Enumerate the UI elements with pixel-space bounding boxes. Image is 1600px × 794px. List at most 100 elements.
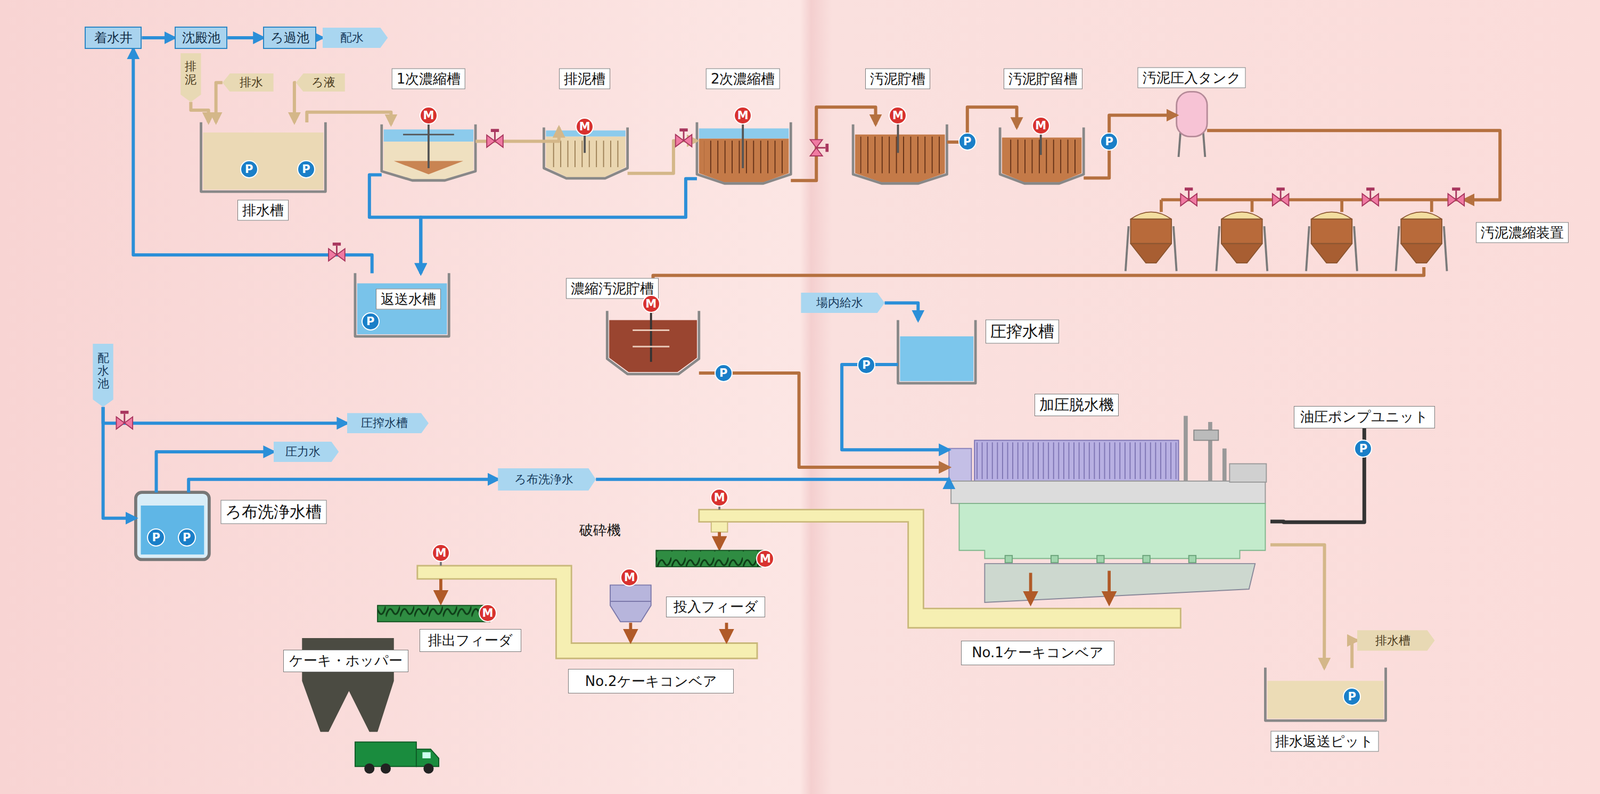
- flow-line: [306, 112, 391, 125]
- tanks: [135, 91, 1465, 721]
- tank-label: 排水槽: [237, 199, 289, 221]
- flow-line: [1207, 130, 1500, 200]
- flow-line: [190, 102, 209, 123]
- marker-letter: P: [862, 358, 871, 372]
- marker-letter: M: [422, 109, 434, 122]
- equipment-label: No.1ケーキコンベア: [961, 641, 1114, 666]
- flow-tag: ろ布洗浄水: [497, 468, 596, 491]
- flow-line: [841, 364, 949, 450]
- node-text: 沈殿池: [182, 29, 221, 47]
- equipment-marker: M: [756, 550, 775, 569]
- tank: 排水槽: [201, 122, 326, 192]
- flow-line: [475, 127, 560, 142]
- tank: 1次濃縮槽: [381, 124, 476, 181]
- flow-line: [141, 36, 175, 40]
- tank: 排水返送ピット: [1265, 668, 1386, 722]
- tank-label: 汚泥濃縮装置: [1475, 222, 1569, 243]
- marker-letter: M: [579, 120, 591, 134]
- equipment-marker: M: [575, 117, 594, 136]
- node-text: 排出フィーダ: [428, 631, 513, 651]
- flow-tag: 場内給水: [800, 292, 885, 314]
- flow-tag: ろ液: [296, 73, 346, 92]
- node-text: 配水池: [97, 351, 110, 391]
- node-text: ろ液: [311, 74, 336, 91]
- equipment-marker: M: [642, 294, 661, 314]
- flow-tag: 圧力水: [273, 441, 340, 463]
- marker-letter: P: [244, 162, 253, 176]
- tank-label: ろ布洗浄水槽: [220, 500, 327, 525]
- equipment-label: No.2ケーキコンベア: [568, 669, 734, 694]
- tank: 2次濃縮槽: [696, 122, 791, 184]
- tank: 汚泥貯槽: [852, 124, 947, 184]
- tank-label: 汚泥貯槽: [865, 68, 931, 89]
- flow-line: [1351, 641, 1358, 669]
- equipment-marker: P: [1354, 439, 1373, 458]
- filter-press: [948, 415, 1267, 604]
- flow-tag: 配水池: [92, 343, 113, 408]
- node-text: ろ布洗浄水: [514, 471, 574, 488]
- node-text: ケーキ・ホッパー: [289, 651, 403, 671]
- node-text: 油圧ポンプユニット: [1300, 407, 1429, 427]
- equipment-label: 破砕機: [571, 519, 629, 542]
- marker-letter: M: [645, 297, 657, 311]
- flow-line: [790, 107, 876, 181]
- flow-tag: 排水槽: [1357, 630, 1435, 651]
- equipment-marker: P: [177, 528, 196, 547]
- tank-label: 1次濃縮槽: [391, 68, 466, 89]
- tank-label: 加圧脱水機: [1034, 394, 1119, 417]
- tank-label: 濃縮汚泥貯槽: [565, 278, 659, 300]
- marker-letter: M: [482, 606, 494, 620]
- process-box: 沈殿池: [174, 26, 228, 49]
- equipment-marker: P: [146, 528, 166, 547]
- tank: 圧搾水槽: [897, 320, 976, 384]
- tank-label: 排水返送ピット: [1270, 731, 1379, 753]
- equipment-marker: M: [1031, 116, 1050, 135]
- marker-letter: P: [301, 162, 310, 176]
- flow-line: [216, 82, 223, 123]
- node-text: 排水: [239, 74, 264, 91]
- flow-line: [294, 82, 297, 123]
- flow-line: [103, 407, 348, 424]
- equipment-marker: P: [958, 132, 977, 151]
- tank-label: 2次濃縮槽: [706, 68, 781, 89]
- equipment-marker: M: [710, 488, 729, 507]
- flow-tag: 配水: [322, 27, 389, 48]
- node-text: 投入フィーダ: [673, 597, 759, 617]
- tank-label: 返送水槽: [375, 288, 441, 310]
- flow-line: [1270, 545, 1325, 669]
- equipment-marker: M: [620, 568, 639, 587]
- marker-letter: M: [435, 546, 447, 560]
- equipment-marker: P: [361, 312, 380, 331]
- node-text: 排泥: [184, 60, 197, 86]
- equipment-marker: P: [714, 364, 733, 383]
- flow-line: [947, 107, 1017, 143]
- node-text: 場内給水: [816, 294, 864, 311]
- flow-line: [699, 373, 950, 468]
- equipment-label: 油圧ポンプユニット: [1293, 406, 1435, 429]
- marker-letter: M: [624, 571, 636, 585]
- equipment-marker: M: [419, 106, 438, 125]
- flow-line: [595, 477, 949, 482]
- marker-letter: M: [759, 552, 771, 566]
- node-text: 配水: [340, 29, 364, 46]
- node-text: No.1ケーキコンベア: [971, 643, 1104, 663]
- equipment-marker: M: [478, 604, 497, 623]
- flow-tag: 排泥: [180, 53, 201, 103]
- flow-line: [884, 302, 919, 321]
- equipment-label: 排出フィーダ: [419, 629, 522, 652]
- flow-tag: 圧搾水槽: [347, 413, 429, 434]
- equipment-marker: P: [1342, 687, 1361, 707]
- marker-letter: P: [963, 135, 972, 149]
- node-text: 圧力水: [285, 444, 321, 461]
- marker-letter: P: [1348, 690, 1357, 704]
- equipment-marker: P: [240, 160, 259, 179]
- node-text: No.2ケーキコンベア: [585, 672, 718, 692]
- equipment-marker: M: [431, 544, 450, 563]
- marker-letter: P: [719, 366, 728, 380]
- equipment-marker: P: [297, 160, 316, 179]
- marker-letter: P: [182, 531, 191, 545]
- marker-letter: M: [714, 491, 726, 505]
- flow-line: [156, 452, 274, 494]
